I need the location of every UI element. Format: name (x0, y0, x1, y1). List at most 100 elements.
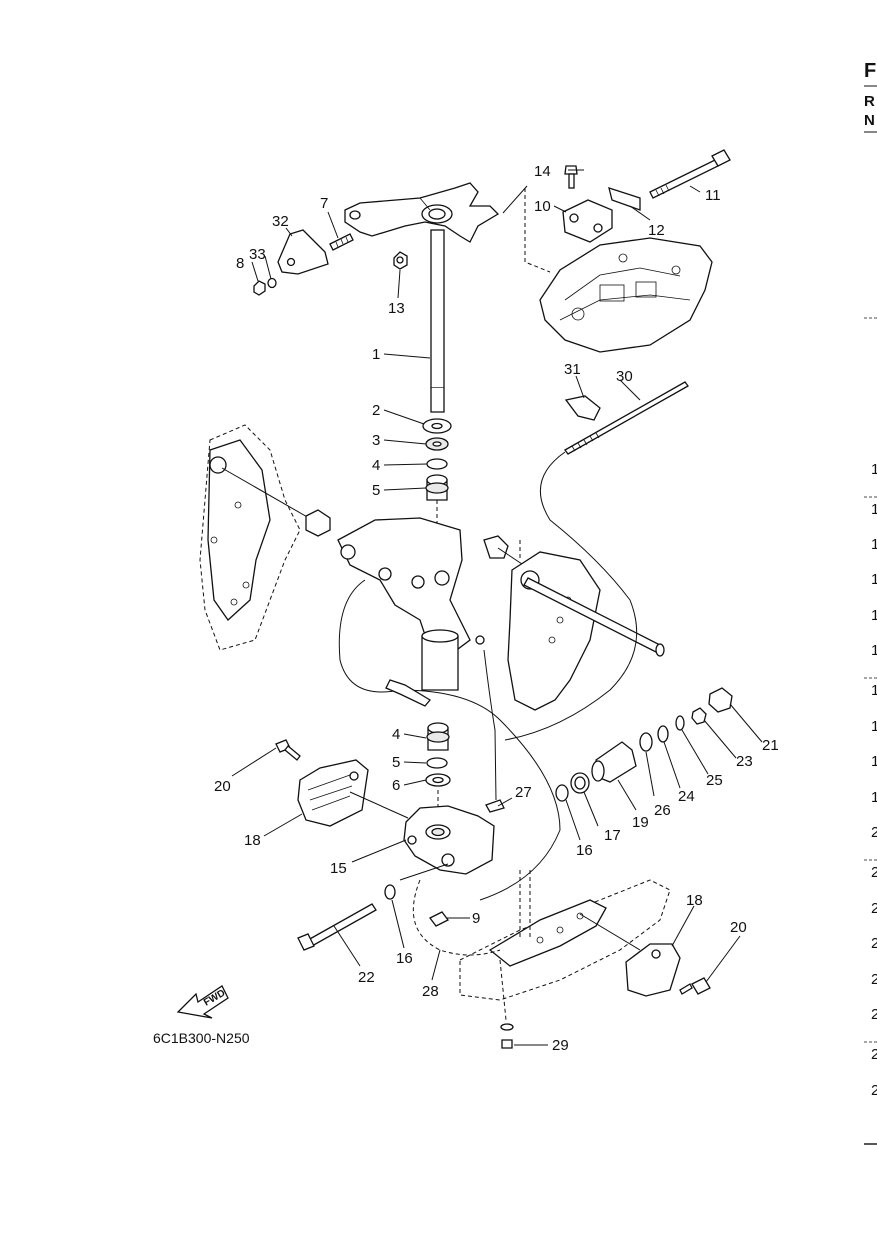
cover-18-right (625, 943, 681, 997)
edge-header-2: R (864, 93, 875, 110)
collar-19 (591, 741, 637, 783)
edge-num-5: 1 (871, 607, 877, 624)
callout-16-top: 16 (576, 842, 593, 859)
edge-num-14: 2 (871, 935, 877, 952)
bolt-7 (329, 233, 354, 251)
callout-8: 8 (236, 255, 244, 272)
callout-1: 1 (372, 346, 380, 363)
nut-23 (691, 707, 707, 725)
cap-nut-21 (708, 687, 733, 713)
tilt-pipe (523, 577, 665, 657)
edge-num-17: 2 (871, 1046, 877, 1063)
callout-12: 12 (648, 222, 665, 239)
edge-num-10: 1 (871, 789, 877, 806)
callout-23: 23 (736, 753, 753, 770)
washer-29 (500, 1023, 514, 1031)
bushing-17 (570, 772, 590, 794)
callout-19: 19 (632, 814, 649, 831)
callout-20-right: 20 (730, 919, 747, 936)
callout-4-bottom: 4 (392, 726, 400, 743)
cover-18-left (297, 759, 369, 827)
callout-16-bottom: 16 (396, 950, 413, 967)
callout-32: 32 (272, 213, 289, 230)
mount-plate (539, 237, 713, 353)
clamp-bracket-left (199, 424, 301, 651)
bushing-right (483, 535, 509, 559)
fwd-arrow-icon: FWD (176, 985, 229, 1019)
callout-18-left: 18 (244, 832, 261, 849)
callout-29: 29 (552, 1037, 569, 1054)
bolt-20-right (679, 977, 711, 995)
callout-15: 15 (330, 860, 347, 877)
callout-33: 33 (249, 246, 266, 263)
washer-3 (425, 437, 449, 451)
edge-num-16: 2 (871, 1006, 877, 1023)
callout-2: 2 (372, 402, 380, 419)
clip-27 (485, 799, 505, 813)
callout-31: 31 (564, 361, 581, 378)
callout-22: 22 (358, 969, 375, 986)
clip-31 (564, 395, 601, 421)
steering-shaft (430, 229, 445, 413)
bushing-left (305, 509, 331, 537)
washer-16-bottom (384, 884, 396, 900)
plate-12 (608, 187, 641, 211)
swivel-bracket (337, 517, 471, 691)
callout-25: 25 (706, 772, 723, 789)
callout-7: 7 (320, 195, 328, 212)
right-edge-column: F R N 1 1 1 1 1 1 1 1 1 1 2 2 2 2 2 2 2 … (864, 60, 877, 1145)
washer-2 (422, 418, 452, 434)
callout-30: 30 (616, 368, 633, 385)
callout-17: 17 (604, 827, 621, 844)
callout-24: 24 (678, 788, 695, 805)
callout-21: 21 (762, 737, 779, 754)
steering-yoke-15 (403, 805, 495, 875)
clamp-bracket-right (507, 551, 601, 711)
bolt-20-left (275, 739, 301, 761)
washer-25 (675, 715, 685, 731)
callout-6: 6 (392, 777, 400, 794)
callout-5-top: 5 (372, 482, 380, 499)
callout-11: 11 (705, 187, 721, 204)
screw-29 (501, 1039, 513, 1049)
edge-num-4: 1 (871, 571, 877, 588)
edge-num-12: 2 (871, 864, 877, 881)
clip-9 (429, 911, 449, 927)
edge-num-9: 1 (871, 753, 877, 770)
cable-30 (564, 381, 689, 455)
callout-labels: 1 2 3 4 5 4 5 6 7 8 9 10 11 12 13 14 15 … (214, 163, 779, 1054)
long-bolt-11 (649, 149, 731, 199)
callout-9: 9 (472, 910, 480, 927)
edge-num-11: 2 (871, 824, 877, 841)
callout-27: 27 (515, 784, 532, 801)
callout-3: 3 (372, 432, 380, 449)
edge-num-1: 1 (871, 461, 877, 478)
washer-24 (657, 725, 669, 743)
nut-8-washer-33 (253, 277, 277, 296)
edge-num-15: 2 (871, 971, 877, 988)
bushing-4-bottom (426, 722, 450, 751)
o-ring-5-bottom (426, 757, 448, 769)
washer-6 (425, 773, 451, 787)
steering-arm (344, 182, 500, 243)
callout-20-left: 20 (214, 778, 231, 795)
long-bolt-22 (297, 903, 377, 951)
edge-num-2: 1 (871, 501, 877, 518)
washer-16-top (555, 784, 569, 802)
leader-lines (231, 169, 763, 1046)
edge-num-13: 2 (871, 900, 877, 917)
hose-segment (385, 679, 431, 707)
cable-routing (504, 451, 638, 741)
edge-num-8: 1 (871, 718, 877, 735)
callout-4-top: 4 (372, 457, 380, 474)
diagram-code: 6C1B300-N250 (153, 1030, 250, 1046)
o-ring-5-top (426, 458, 448, 470)
edge-num-7: 1 (871, 682, 877, 699)
edge-header-1: F (864, 60, 876, 82)
leader-dashed-top (524, 188, 551, 273)
callout-28: 28 (422, 983, 439, 1000)
small-nut-13 (393, 251, 408, 270)
edge-num-6: 1 (871, 642, 877, 659)
edge-num-18: 2 (871, 1082, 877, 1099)
